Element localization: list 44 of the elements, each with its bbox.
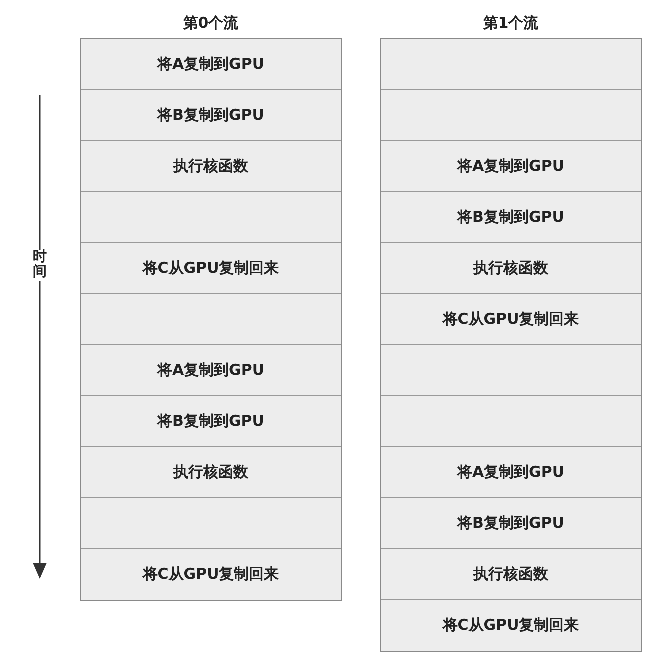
operation-box (81, 549, 341, 600)
operation-text: 执行核函数 (174, 156, 248, 177)
empty-time-slot (381, 39, 641, 90)
stream-column (80, 38, 342, 601)
operation-text: 执行核函数 (174, 462, 248, 483)
operation-text: 将B复制到GPU (458, 512, 564, 534)
empty-time-slot (81, 498, 341, 549)
operation-box (381, 447, 641, 498)
operation-text: 执行核函数 (474, 258, 548, 279)
operation-text: 将B复制到GPU (158, 104, 264, 126)
operation-box (81, 90, 341, 141)
operation-text: 将C从GPU复制回来 (142, 564, 280, 586)
operation-box (81, 39, 341, 90)
operation-box (81, 447, 341, 498)
operation-box (381, 498, 641, 549)
empty-time-slot (81, 294, 341, 345)
operation-text: 将C从GPU复制回来 (142, 258, 280, 279)
stream-column (380, 38, 642, 652)
operation-text: 将A复制到GPU (457, 462, 565, 483)
empty-time-slot (381, 345, 641, 396)
operation-text: 将B复制到GPU (158, 410, 264, 432)
operation-text: 将B复制到GPU (458, 206, 564, 228)
operation-text: 将A复制到GPU (457, 156, 565, 177)
operation-box (381, 549, 641, 600)
stream-heading: 第1个流 (483, 12, 539, 34)
empty-time-slot (381, 90, 641, 141)
operation-box (81, 345, 341, 396)
operation-box (81, 141, 341, 192)
operation-box (381, 294, 641, 345)
operation-text: 将C从GPU复制回来 (442, 615, 580, 636)
empty-time-slot (81, 192, 341, 243)
empty-time-slot (381, 396, 641, 447)
operation-text: 将C从GPU复制回来 (442, 308, 580, 330)
operation-box (381, 141, 641, 192)
operation-text: 将A复制到GPU (157, 360, 265, 381)
operation-box (381, 600, 641, 651)
operation-text: 执行核函数 (474, 564, 548, 585)
operation-box (81, 396, 341, 447)
operation-box (81, 243, 341, 294)
operation-box (381, 192, 641, 243)
operation-text: 将A复制到GPU (157, 54, 265, 75)
time-axis-label: 时间 (33, 250, 47, 281)
stream-heading: 第0个流 (183, 12, 239, 34)
operation-box (381, 243, 641, 294)
